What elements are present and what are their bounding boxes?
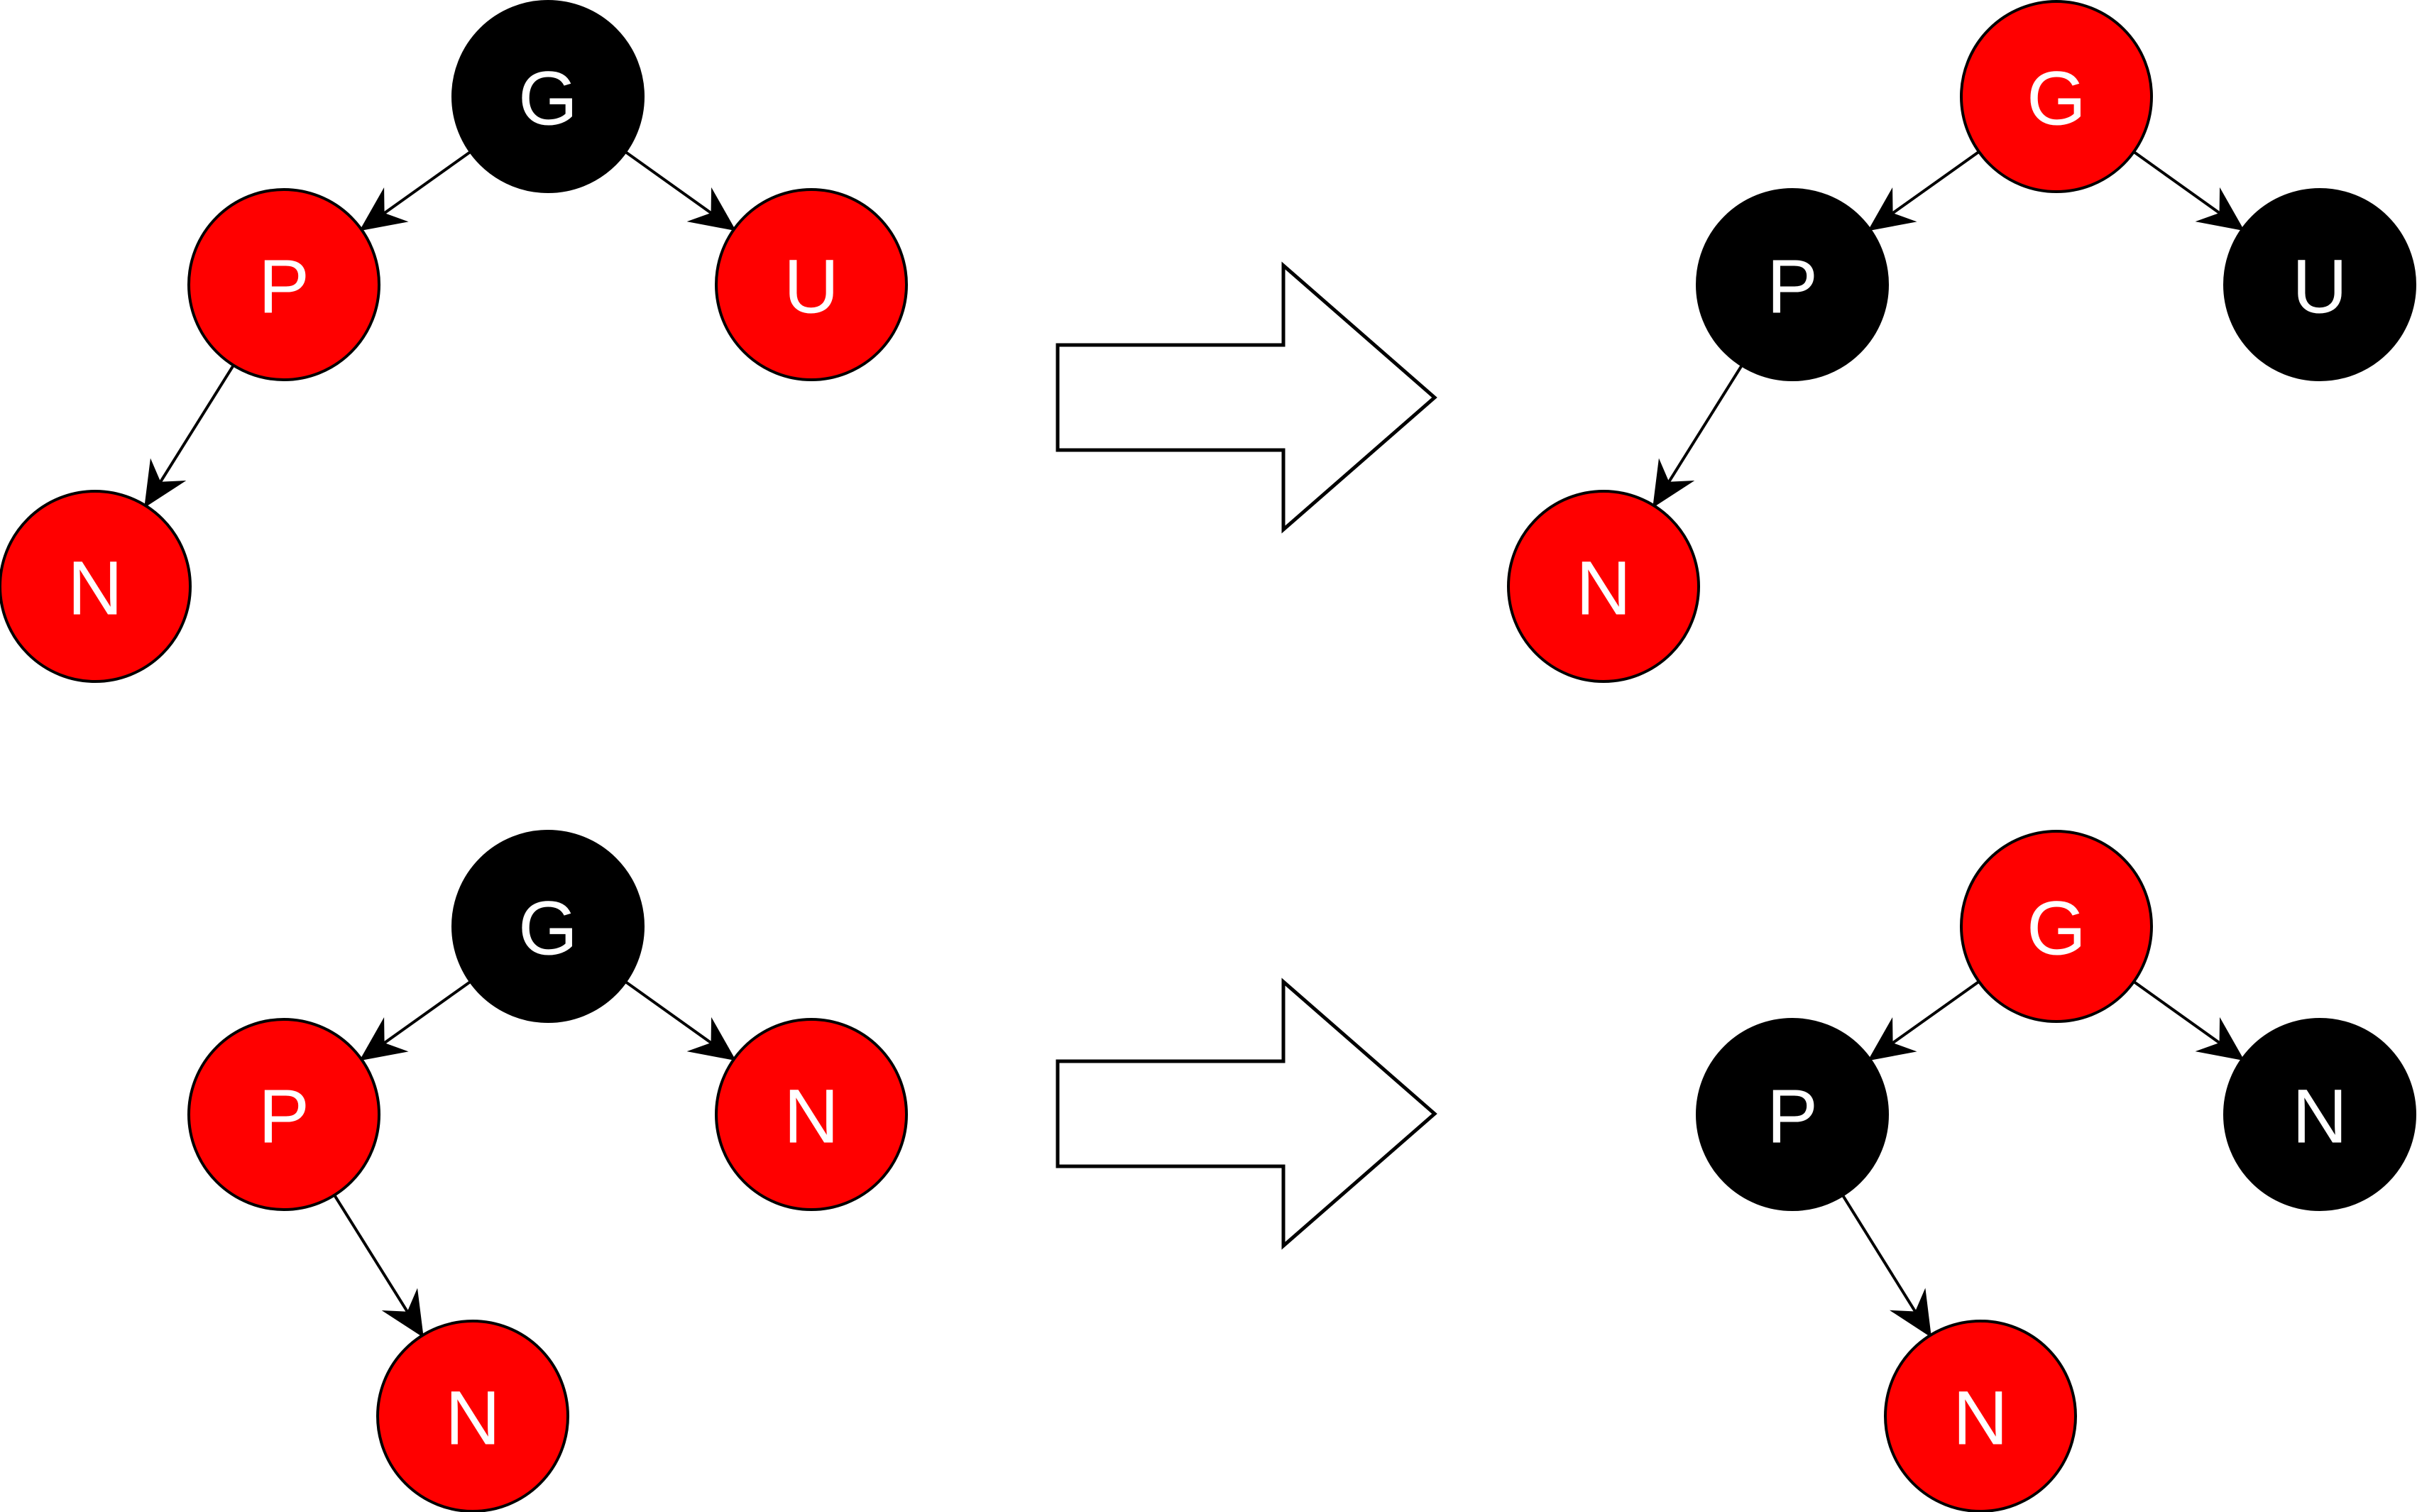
node-label: U — [2292, 243, 2347, 329]
arrowhead-icon — [686, 187, 736, 231]
node-label: P — [1767, 243, 1818, 329]
node-label: G — [2027, 885, 2086, 971]
node-label: G — [2027, 55, 2086, 141]
tree-node-u: N — [2223, 1018, 2416, 1211]
arrowhead-icon — [2195, 187, 2245, 231]
tree-edge-G-U — [624, 980, 713, 1045]
tree-node-u: U — [715, 188, 908, 381]
red-node-circle — [376, 1320, 569, 1512]
node-label: N — [1953, 1375, 2008, 1461]
node-label: P — [1767, 1073, 1818, 1159]
red-node-circle — [1960, 830, 2153, 1023]
red-node-circle — [1884, 1320, 2077, 1512]
black-node-circle — [1696, 188, 1889, 381]
arrowhead-icon — [1868, 1017, 1917, 1061]
arrowhead-icon — [1868, 187, 1917, 231]
black-node-circle — [451, 0, 645, 193]
tree-edge-G-P — [382, 150, 472, 215]
tree-edge-G-U — [2132, 980, 2222, 1045]
red-node-circle — [1960, 0, 2153, 193]
node-label: U — [784, 243, 839, 329]
arrowhead-icon — [2195, 1017, 2245, 1061]
tree-node-n: N — [1884, 1320, 2077, 1512]
node-label: P — [258, 243, 309, 329]
tree-edge-P-N — [1841, 1194, 1917, 1314]
tree-edge-P-N — [333, 1194, 410, 1314]
arrowhead-icon — [144, 458, 187, 508]
red-node-circle — [1507, 490, 1700, 683]
node-label: G — [518, 885, 578, 971]
node-label: N — [2292, 1073, 2347, 1159]
edges-layer — [144, 150, 2245, 1338]
node-label: P — [258, 1073, 309, 1159]
tree-edge-G-U — [2132, 150, 2222, 215]
tree-node-p: P — [187, 188, 380, 381]
transition-arrow-icon — [1056, 977, 1437, 1250]
tree-edge-P-N — [158, 364, 235, 484]
black-node-circle — [2223, 1018, 2416, 1211]
arrowhead-icon — [359, 187, 409, 231]
node-label: G — [518, 55, 578, 141]
tree-node-p: P — [1696, 188, 1889, 381]
tree-node-g: G — [1960, 0, 2153, 193]
node-label: N — [67, 545, 123, 631]
tree-node-n: N — [376, 1320, 569, 1512]
tree-node-g: G — [1960, 830, 2153, 1023]
tree-node-p: P — [1696, 1018, 1889, 1211]
arrowhead-icon — [381, 1288, 424, 1338]
tree-edge-G-P — [1890, 150, 1980, 215]
red-node-circle — [0, 490, 192, 683]
arrowhead-icon — [1889, 1288, 1931, 1338]
tree-node-n: N — [0, 490, 192, 683]
tree-node-g: G — [451, 0, 645, 193]
red-node-circle — [715, 1018, 908, 1211]
arrowhead-icon — [686, 1017, 736, 1061]
black-node-circle — [451, 830, 645, 1023]
tree-node-p: P — [187, 1018, 380, 1211]
red-node-circle — [715, 188, 908, 381]
tree-edge-G-P — [382, 980, 472, 1045]
tree-node-n: N — [1507, 490, 1700, 683]
transition-arrows-layer — [1056, 261, 1437, 1250]
tree-node-u: N — [715, 1018, 908, 1211]
tree-node-u: U — [2223, 188, 2416, 381]
black-node-circle — [1696, 1018, 1889, 1211]
red-node-circle — [187, 1018, 380, 1211]
node-label: N — [1576, 545, 1631, 631]
transition-arrow-icon — [1056, 261, 1437, 534]
tree-edge-P-N — [1667, 364, 1743, 484]
tree-node-g: G — [451, 830, 645, 1023]
tree-edge-G-P — [1890, 980, 1980, 1045]
black-node-circle — [2223, 188, 2416, 381]
tree-edge-G-U — [624, 150, 713, 215]
node-label: N — [445, 1375, 500, 1461]
red-node-circle — [187, 188, 380, 381]
node-label: N — [784, 1073, 839, 1159]
arrowhead-icon — [1653, 458, 1695, 508]
arrowhead-icon — [359, 1017, 409, 1061]
